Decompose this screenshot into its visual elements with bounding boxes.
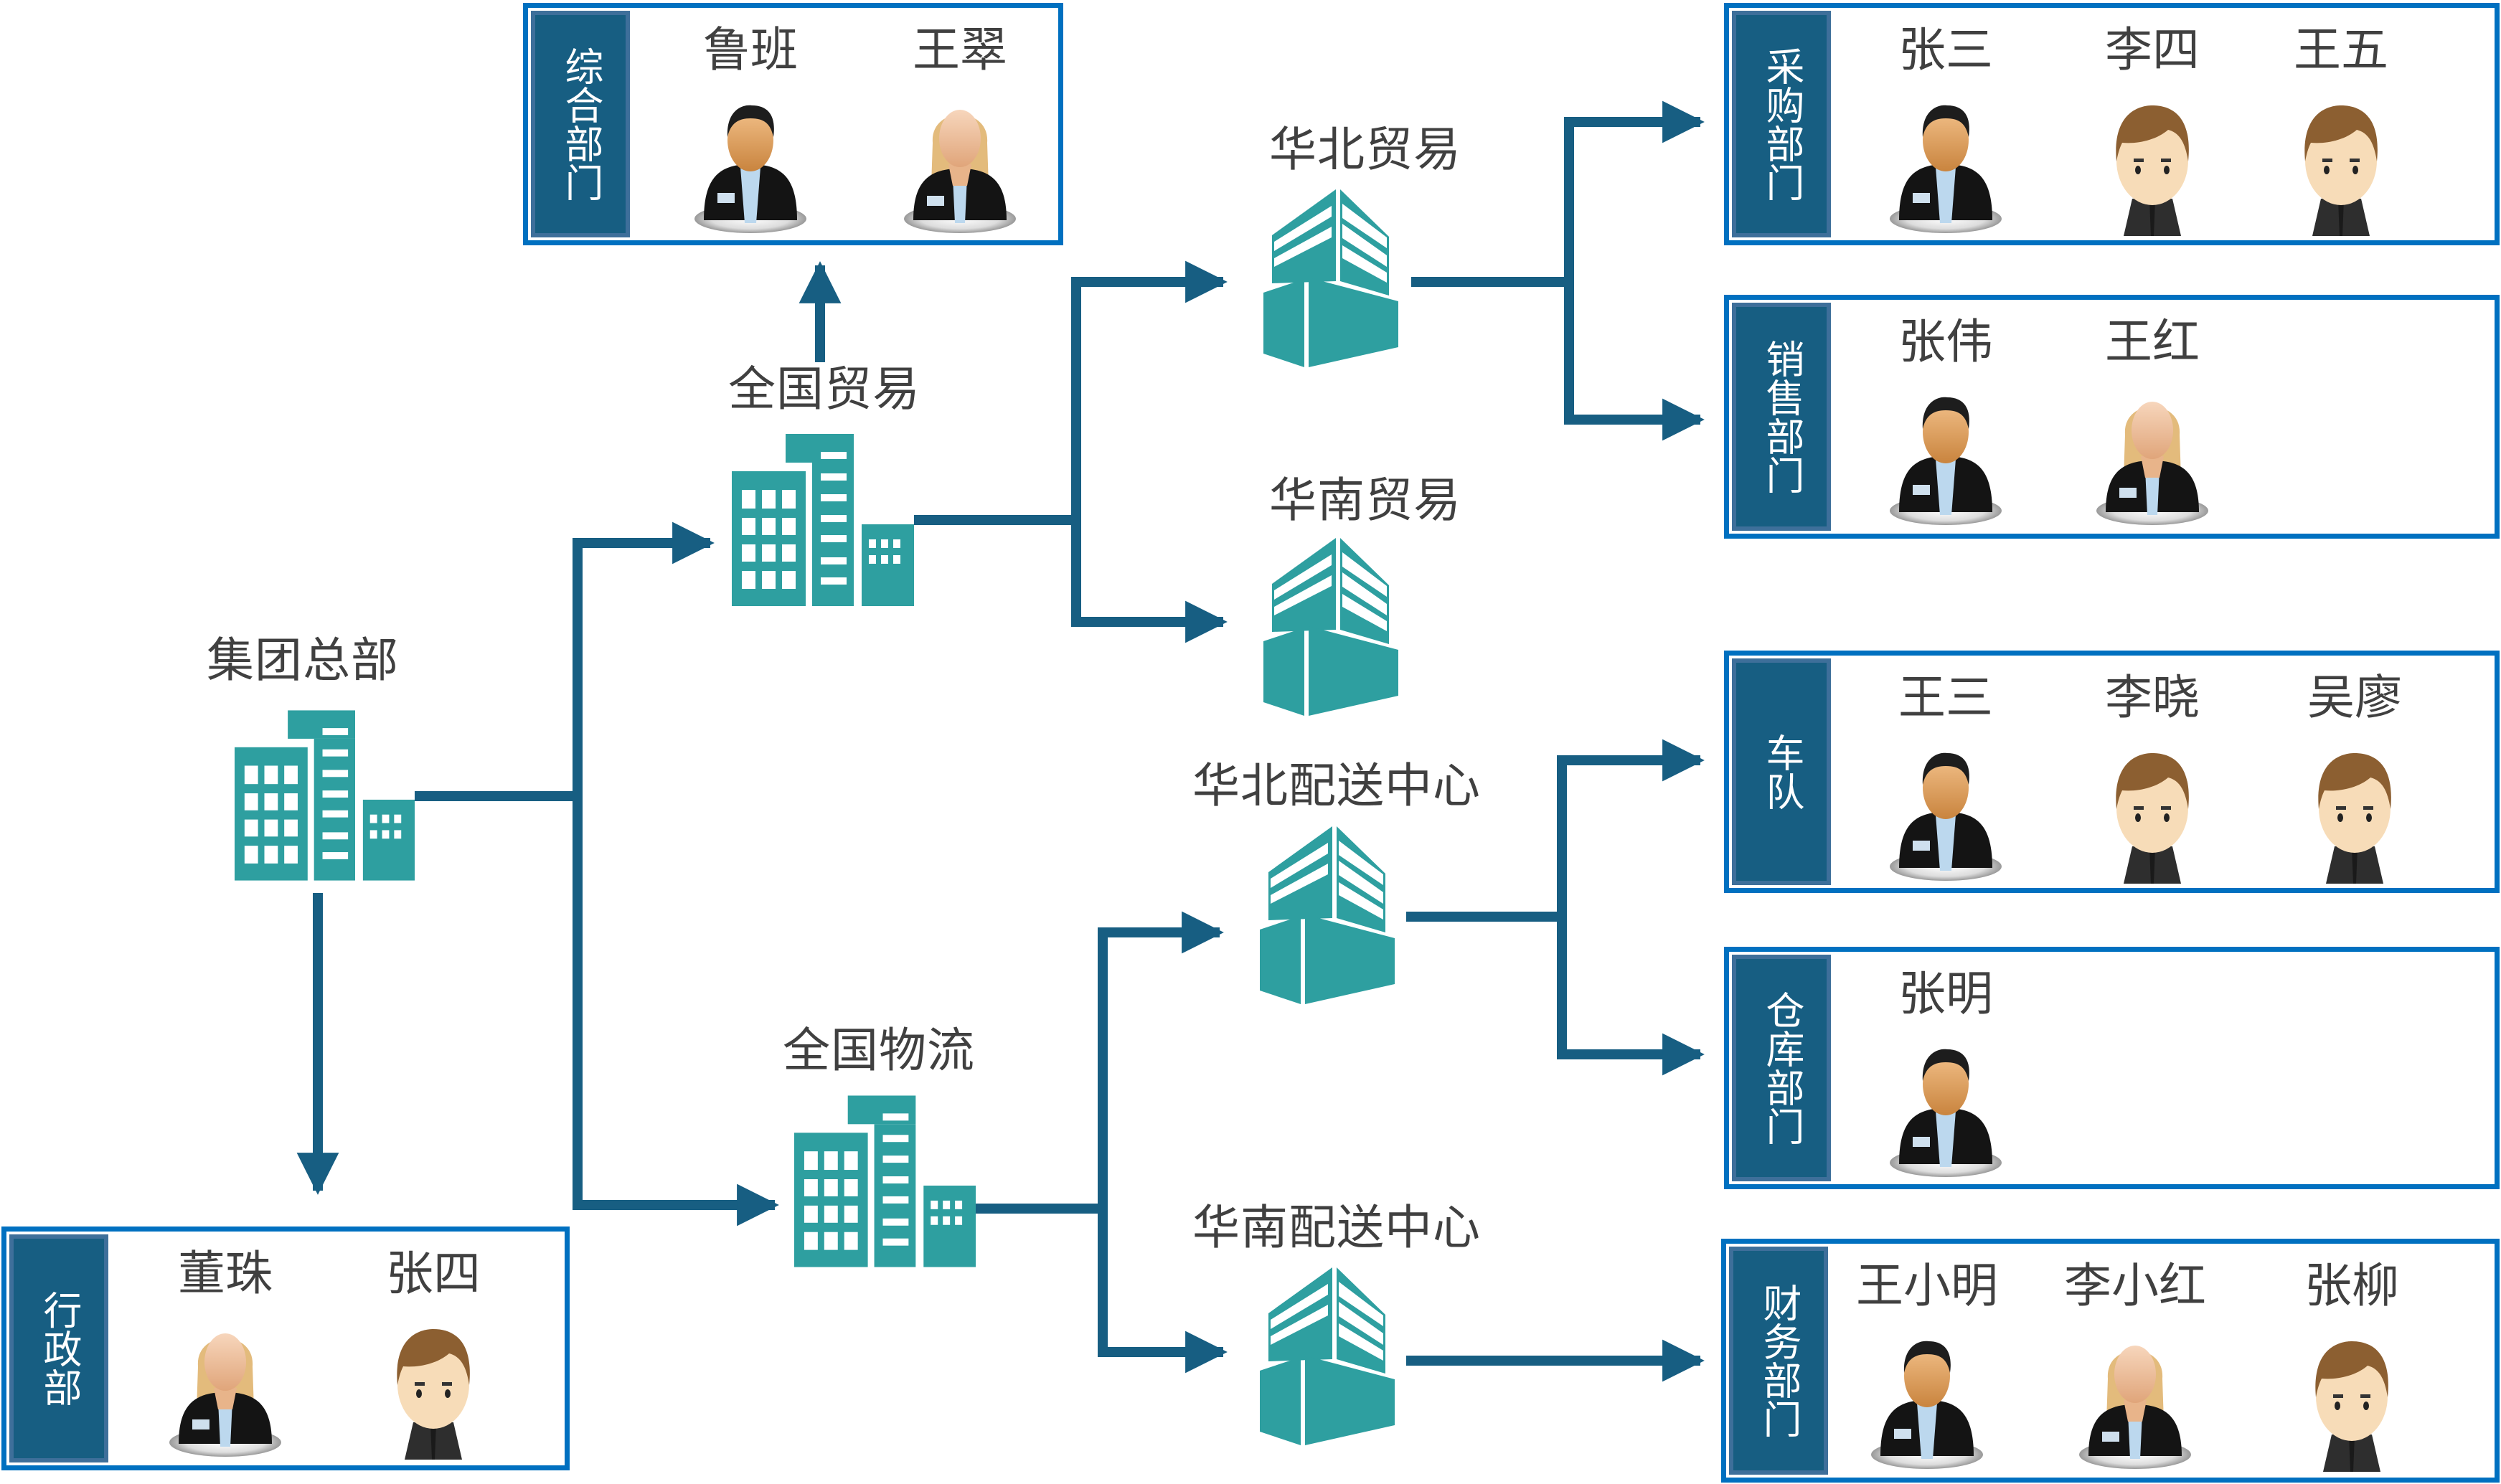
building-3d-icon <box>1260 1266 1396 1445</box>
member-name: 李小红 <box>2064 1258 2206 1313</box>
member-card[interactable]: 王五 <box>2248 8 2434 240</box>
dept-name: 财务部门 <box>1756 1283 1801 1438</box>
member-name: 张明 <box>1898 966 1993 1021</box>
cartoon-boy-avatar-icon <box>2088 740 2217 884</box>
businessman-avatar-icon <box>1881 740 2010 884</box>
member-name: 王五 <box>2294 22 2388 77</box>
connector-to-sales <box>1564 282 1705 441</box>
member-card[interactable]: 张柳 <box>2259 1244 2445 1478</box>
node-label: 集团总部 <box>207 633 399 688</box>
dept-name: 行政部 <box>37 1290 82 1407</box>
member-name: 张四 <box>386 1246 481 1301</box>
dept-name: 综合部门 <box>558 47 603 202</box>
connector-to-warehouse <box>1557 917 1705 1076</box>
businessman-avatar-icon <box>1881 384 2010 528</box>
dept-fleet[interactable]: 车队 王三 李晓 吴廖 <box>1724 651 2500 893</box>
member-card[interactable]: 李小红 <box>2042 1244 2228 1478</box>
dept-side-label: 车队 <box>1732 658 1831 885</box>
member-name: 王三 <box>1898 670 1993 725</box>
dept-side-label: 销售部门 <box>1732 303 1831 531</box>
node-label: 华南贸易 <box>1269 473 1461 528</box>
member-name: 李四 <box>2105 22 2200 77</box>
businesswoman-avatar-icon <box>2071 1328 2200 1472</box>
member-card[interactable]: 王红 <box>2059 300 2246 534</box>
member-name: 李晓 <box>2105 670 2200 725</box>
member-card[interactable]: 张四 <box>340 1232 527 1465</box>
member-card[interactable]: 王翠 <box>867 8 1053 240</box>
dept-side-label: 财务部门 <box>1729 1247 1828 1475</box>
businessman-avatar-icon <box>1881 1036 2010 1180</box>
member-name: 鲁班 <box>703 22 798 77</box>
member-name: 王翠 <box>913 22 1007 77</box>
node-label: 全国物流 <box>783 1023 975 1078</box>
dept-warehouse[interactable]: 仓库部门 张明 <box>1724 947 2500 1189</box>
building-3d-icon <box>1263 188 1400 367</box>
connector-hq-to-national-logistics <box>573 796 779 1227</box>
member-name: 王红 <box>2105 314 2200 369</box>
node-label: 华北贸易 <box>1269 122 1461 177</box>
office-buildings-icon <box>235 709 415 882</box>
businessman-avatar-icon <box>1881 93 2010 236</box>
dept-admin[interactable]: 行政部 董珠 张四 <box>1 1227 570 1470</box>
dept-name: 车队 <box>1759 733 1804 810</box>
node-label: 华北配送中心 <box>1192 758 1481 813</box>
member-card[interactable]: 张明 <box>1852 952 2039 1184</box>
member-name: 张三 <box>1898 22 1993 77</box>
member-card[interactable]: 张三 <box>1852 8 2039 240</box>
dept-side-label: 综合部门 <box>531 11 630 237</box>
member-card[interactable]: 张伟 <box>1852 300 2039 534</box>
node-label: 华南配送中心 <box>1192 1200 1481 1255</box>
dept-finance[interactable]: 财务部门 王小明 李小红 张柳 <box>1721 1239 2500 1483</box>
dept-general[interactable]: 综合部门 鲁班 王翠 <box>523 3 1063 245</box>
connector-logistics-to-south-dist <box>1098 1209 1228 1374</box>
cartoon-boy-avatar-icon <box>369 1316 498 1460</box>
businesswoman-avatar-icon <box>161 1316 290 1460</box>
dept-purchasing[interactable]: 采购部门 张三 李四 王五 <box>1724 3 2500 245</box>
office-buildings-icon <box>732 434 914 606</box>
member-name: 王小明 <box>1856 1258 1998 1313</box>
businesswoman-avatar-icon <box>895 93 1025 236</box>
member-name: 张柳 <box>2304 1258 2399 1313</box>
member-name: 吴廖 <box>2307 670 2402 725</box>
connector-to-purchasing <box>1564 100 1705 282</box>
member-name: 张伟 <box>1898 314 1993 369</box>
cartoon-boy-avatar-icon <box>2290 740 2419 884</box>
building-3d-icon <box>1260 825 1396 1004</box>
dept-name: 仓库部门 <box>1759 991 1804 1145</box>
connector-logistics-to-north-dist <box>1098 911 1224 1209</box>
member-card[interactable]: 鲁班 <box>657 8 844 240</box>
connector-hq-to-national-trade <box>573 521 715 796</box>
member-card[interactable]: 董珠 <box>132 1232 319 1465</box>
businessman-avatar-icon <box>686 93 815 236</box>
building-3d-icon <box>1263 537 1400 716</box>
member-card[interactable]: 王三 <box>1852 656 2039 888</box>
dept-name: 销售部门 <box>1759 339 1804 494</box>
connector-to-fleet <box>1557 739 1705 917</box>
connector-trade-to-north-trade <box>1071 260 1228 520</box>
node-label: 全国贸易 <box>728 361 920 417</box>
businesswoman-avatar-icon <box>2088 384 2217 528</box>
dept-side-label: 仓库部门 <box>1732 955 1831 1181</box>
member-card[interactable]: 李四 <box>2059 8 2246 240</box>
member-card[interactable]: 吴廖 <box>2261 656 2448 888</box>
office-buildings-icon <box>794 1095 976 1267</box>
dept-side-label: 行政部 <box>9 1234 108 1462</box>
dept-sales[interactable]: 销售部门 张伟 王红 <box>1724 295 2500 539</box>
cartoon-boy-avatar-icon <box>2088 93 2217 236</box>
member-card[interactable]: 王小明 <box>1834 1244 2020 1478</box>
dept-name: 采购部门 <box>1759 47 1804 202</box>
member-name: 董珠 <box>178 1246 273 1301</box>
member-card[interactable]: 李晓 <box>2059 656 2246 888</box>
dept-side-label: 采购部门 <box>1732 11 1831 237</box>
cartoon-boy-avatar-icon <box>2287 1328 2416 1472</box>
businessman-avatar-icon <box>1862 1328 1992 1472</box>
connector-trade-to-south-trade <box>1071 520 1228 643</box>
cartoon-boy-avatar-icon <box>2276 93 2406 236</box>
